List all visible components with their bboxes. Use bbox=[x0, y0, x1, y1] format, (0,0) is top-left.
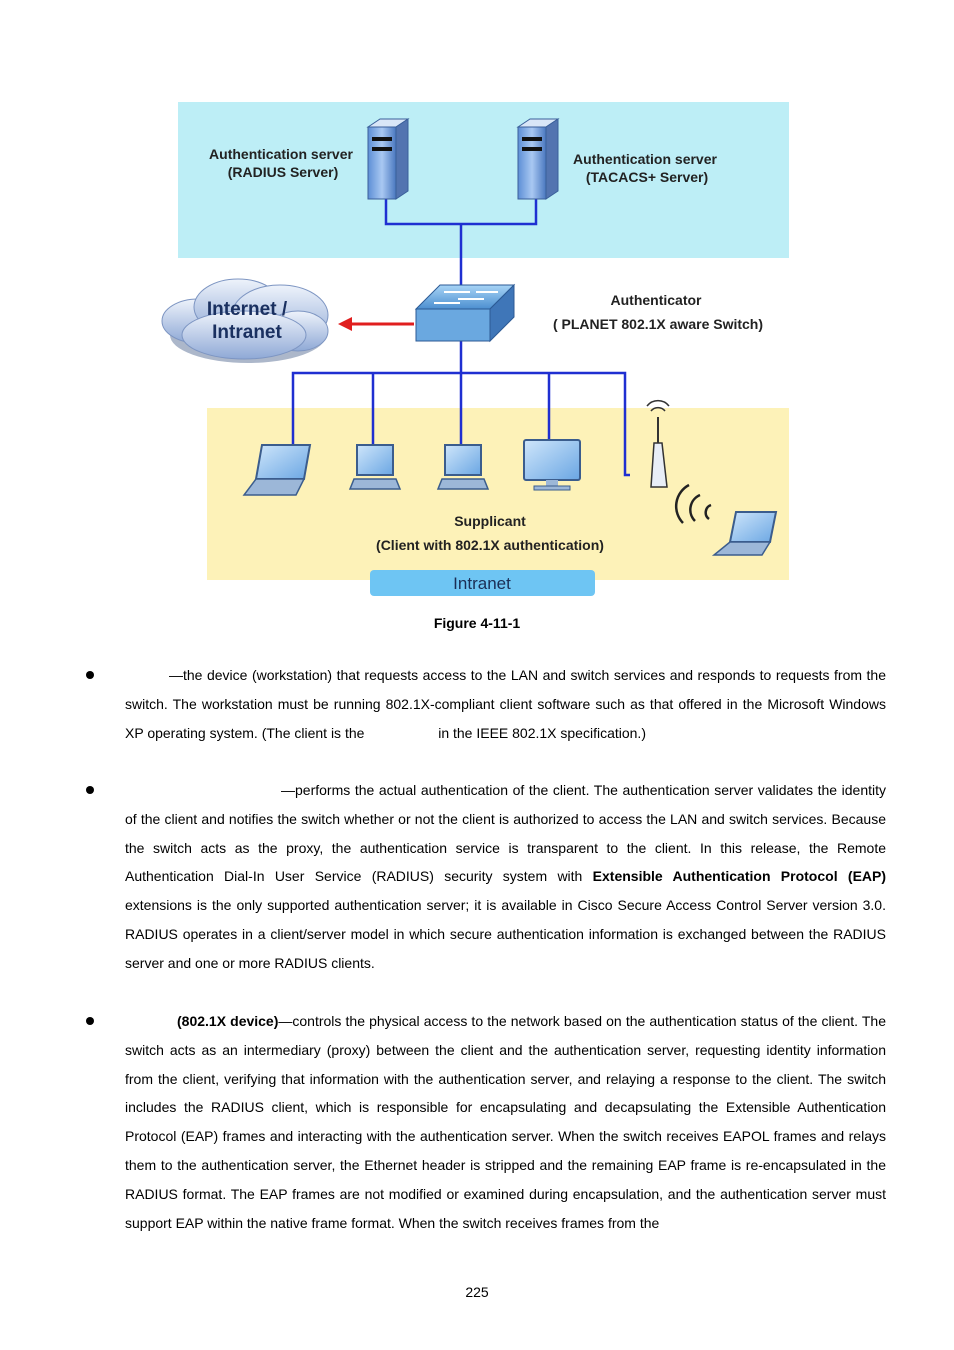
tacacs-server-icon bbox=[516, 118, 560, 200]
network-links bbox=[291, 195, 630, 477]
bullet-point bbox=[86, 786, 94, 794]
arrow-to-internet-icon bbox=[338, 317, 414, 331]
radius-server-icon bbox=[366, 118, 410, 200]
cloud-label-line1: Internet / bbox=[207, 299, 288, 320]
eap-term: Extensible Authentication Protocol (EAP) bbox=[592, 868, 887, 885]
wireless-access-point-icon bbox=[646, 399, 670, 488]
wireless-signal-icon bbox=[674, 483, 712, 524]
laptop-icon bbox=[242, 444, 312, 496]
laptop-icon bbox=[711, 511, 778, 556]
desktop-computer-icon bbox=[348, 444, 402, 490]
authentication-server-description: —performs the actual authentication of t… bbox=[125, 776, 886, 978]
paragraph-text: —the device (workstation) that requests … bbox=[125, 667, 886, 741]
internet-cloud-icon bbox=[161, 278, 329, 363]
paragraph-text: —performs the actual authentication of t… bbox=[125, 782, 886, 885]
radius-server-label-line1: Authentication server bbox=[209, 146, 353, 162]
authenticator-label-line1: Authenticator bbox=[611, 292, 703, 308]
tacacs-server-label-line2: (TACACS+ Server) bbox=[586, 169, 708, 185]
bullet-point bbox=[86, 671, 94, 679]
switch-icon bbox=[414, 283, 516, 343]
cloud-label-line2: Intranet bbox=[212, 322, 282, 343]
paragraph-text: extensions is the only supported authent… bbox=[125, 897, 886, 971]
bullet-point bbox=[86, 1017, 94, 1025]
monitor-icon bbox=[523, 439, 581, 491]
paragraph-text: —controls the physical access to the net… bbox=[125, 1013, 886, 1231]
supplicant-label-line1: Supplicant bbox=[454, 513, 526, 529]
device-term: (802.1X device) bbox=[177, 1013, 279, 1029]
supplicant-label-line2: (Client with 802.1X authentication) bbox=[376, 537, 604, 553]
page-number: 225 bbox=[465, 1284, 489, 1300]
figure-caption: Figure 4-11-1 bbox=[433, 615, 521, 631]
authenticator-description: (802.1X device)—controls the physical ac… bbox=[125, 1007, 886, 1237]
server-zone bbox=[178, 102, 789, 258]
client-zone bbox=[207, 408, 789, 580]
network-diagram-figure: Authentication server (RADIUS Server) Au… bbox=[161, 102, 789, 596]
radius-server-label-line2: (RADIUS Server) bbox=[228, 164, 338, 180]
authenticator-label-line2: ( PLANET 802.1X aware Switch) bbox=[553, 316, 763, 332]
paragraph-text: in the IEEE 802.1X specification.) bbox=[438, 724, 646, 741]
intranet-banner bbox=[370, 570, 595, 596]
desktop-computer-icon bbox=[436, 444, 490, 490]
intranet-banner-label: Intranet bbox=[453, 574, 511, 593]
tacacs-server-label-line1: Authentication server bbox=[573, 151, 717, 167]
supplicant-description: —the device (workstation) that requests … bbox=[125, 661, 886, 747]
